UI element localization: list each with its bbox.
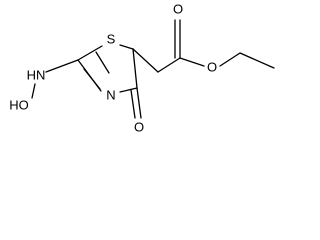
bond-oester-ch2 <box>219 52 241 67</box>
bond-s-c5 <box>119 44 134 50</box>
keto-oxygen-label: O <box>134 119 144 134</box>
bond-nh-oh <box>31 83 36 99</box>
bond-c4-o-1 <box>136 87 142 119</box>
sulfur-label: S <box>107 31 116 46</box>
bond-ch2-ch3 <box>239 52 275 69</box>
carbonyl-oxygen-label: O <box>173 1 183 16</box>
ester-oxygen-label: O <box>207 59 217 74</box>
bond-s-c2-upper <box>77 45 103 61</box>
bond-s-c2 <box>95 51 110 74</box>
ring-nitrogen-label: N <box>106 87 115 102</box>
amine-label: HN <box>27 67 46 82</box>
structure-canvas: S N HN HO O O O <box>9 1 275 135</box>
bond-c5-c4 <box>132 48 138 89</box>
molecule-structure: S N HN HO O O O <box>9 1 275 134</box>
bond-c5-ring-link <box>132 48 159 73</box>
bond-c2-n3-inner <box>83 68 101 90</box>
hydroxyl-label: HO <box>9 97 29 112</box>
bond-c2-nh <box>45 59 79 73</box>
bond-c4-o-2 <box>130 89 136 119</box>
bond-c5-ccarbonyl <box>157 57 181 73</box>
bond-c4-n3 <box>119 87 138 93</box>
bond-ccarbonyl-oester <box>179 57 205 67</box>
